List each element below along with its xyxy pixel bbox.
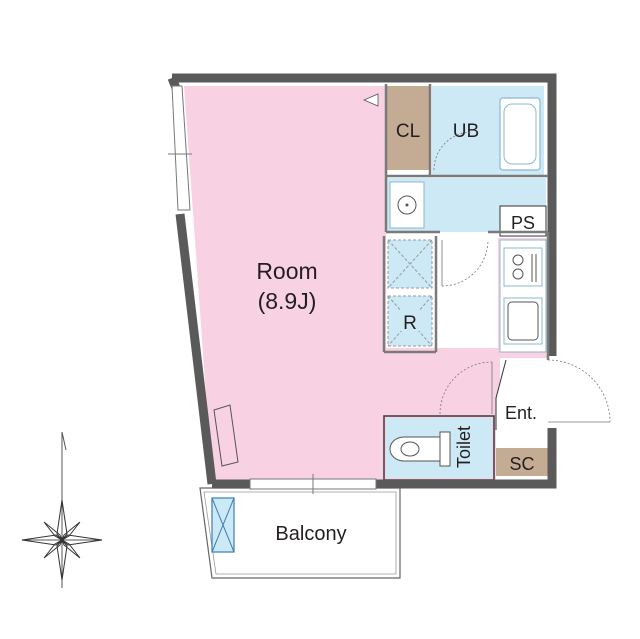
exterior-walls bbox=[167, 73, 557, 489]
left-window bbox=[168, 85, 192, 211]
shoe-closet-label: SC bbox=[509, 454, 534, 474]
room-label: Room bbox=[256, 258, 317, 284]
stove-icon bbox=[503, 247, 543, 287]
balcony-window bbox=[249, 474, 377, 494]
sink-icon bbox=[503, 297, 543, 345]
interior-walls bbox=[382, 84, 550, 360]
closet-label: CL bbox=[396, 121, 420, 142]
light-fixture-icon bbox=[362, 93, 379, 107]
room-size-label: (8.9J) bbox=[258, 288, 317, 314]
pipe-space-label: PS bbox=[511, 213, 535, 233]
entrance-area bbox=[496, 360, 548, 428]
closet-area bbox=[386, 86, 430, 170]
toilet-label: Toilet bbox=[454, 426, 474, 468]
entrance-label: Ent. bbox=[505, 403, 537, 423]
ac-outdoor-unit-icon bbox=[211, 497, 235, 553]
refrigerator-label: R bbox=[403, 313, 417, 334]
shoe-closet-area bbox=[496, 448, 548, 476]
washbasin-icon bbox=[389, 181, 425, 229]
balcony-label: Balcony bbox=[275, 523, 346, 545]
north-arrow-icon bbox=[21, 499, 103, 581]
compass-rose bbox=[21, 431, 103, 588]
unit-bath-label: UB bbox=[453, 121, 479, 142]
toilet-icon bbox=[389, 431, 451, 467]
storage-cabinet bbox=[387, 239, 433, 289]
air-conditioner-icon bbox=[213, 404, 239, 467]
balcony-area: Balcony bbox=[199, 487, 401, 579]
bathtub-icon bbox=[499, 97, 541, 171]
